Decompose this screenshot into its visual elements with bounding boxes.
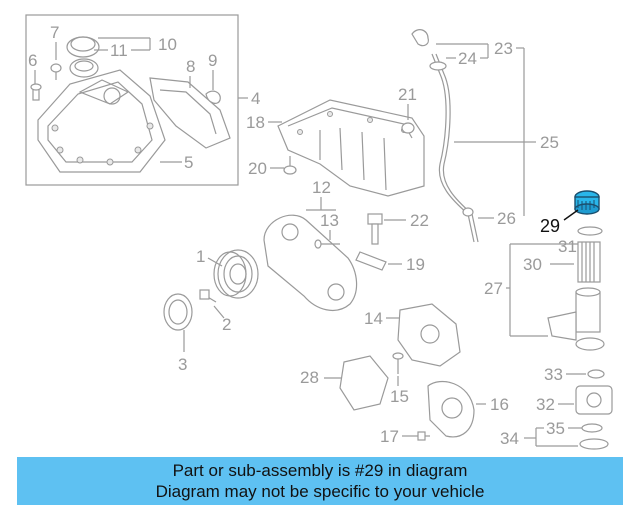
gasket-34-drawing bbox=[579, 438, 609, 450]
bolt-17-drawing bbox=[414, 431, 430, 441]
callout-8[interactable]: 8 bbox=[186, 57, 195, 76]
callout-18[interactable]: 18 bbox=[246, 113, 265, 132]
timing-cover-drawing bbox=[263, 214, 358, 312]
callout-23[interactable]: 23 bbox=[494, 39, 513, 58]
banner-line-1: Part or sub-assembly is #29 in diagram bbox=[172, 461, 468, 480]
callout-10[interactable]: 10 bbox=[158, 35, 177, 54]
callout-34[interactable]: 34 bbox=[500, 429, 519, 448]
callout-32[interactable]: 32 bbox=[536, 395, 555, 414]
callout-28[interactable]: 28 bbox=[300, 368, 319, 387]
heat-shield-drawing bbox=[149, 77, 231, 149]
callout-2[interactable]: 2 bbox=[222, 315, 231, 334]
oil-filler-cap-drawing bbox=[66, 36, 100, 78]
pulley-bolt-drawing bbox=[199, 289, 217, 303]
callout-19[interactable]: 19 bbox=[406, 255, 425, 274]
callout-20[interactable]: 20 bbox=[248, 159, 267, 178]
bolt-13-drawing bbox=[314, 239, 340, 249]
callout-21[interactable]: 21 bbox=[398, 85, 417, 104]
oil-pan-drawing bbox=[277, 99, 425, 197]
callout-12[interactable]: 12 bbox=[312, 178, 331, 197]
callout-17[interactable]: 17 bbox=[380, 427, 399, 446]
oring-31-drawing bbox=[577, 226, 603, 236]
callout-11[interactable]: 11 bbox=[110, 41, 128, 60]
sensor-drawing bbox=[401, 122, 415, 134]
callout-25[interactable]: 25 bbox=[540, 133, 559, 152]
callout-16[interactable]: 16 bbox=[490, 395, 509, 414]
callout-9[interactable]: 9 bbox=[208, 51, 217, 70]
callout-1[interactable]: 1 bbox=[196, 247, 205, 266]
callout-6[interactable]: 6 bbox=[28, 51, 37, 70]
callout-26[interactable]: 26 bbox=[497, 209, 516, 228]
callout-27[interactable]: 27 bbox=[484, 279, 503, 298]
oil-pump-drawing bbox=[397, 303, 461, 367]
filter-housing-27-drawing bbox=[547, 287, 605, 351]
plate-28-drawing bbox=[339, 355, 389, 411]
banner-line-2: Diagram may not be specific to your vehi… bbox=[155, 482, 485, 501]
parts-diagram: 7 6 11 10 8 9 4 5 18 20 21 23 24 bbox=[25, 14, 613, 450]
callout-4[interactable]: 4 bbox=[251, 89, 260, 108]
small-clip-drawing bbox=[205, 90, 221, 104]
info-banner: Part or sub-assembly is #29 in diagram D… bbox=[17, 457, 623, 505]
dipstick-drawing bbox=[411, 29, 479, 243]
callout-22[interactable]: 22 bbox=[410, 211, 429, 230]
callout-30[interactable]: 30 bbox=[523, 255, 542, 274]
callout-24[interactable]: 24 bbox=[458, 49, 477, 68]
callout-14[interactable]: 14 bbox=[364, 309, 383, 328]
crank-pulley-drawing bbox=[213, 249, 259, 299]
gasket-19-drawing bbox=[355, 251, 387, 271]
baffle-16-drawing bbox=[427, 380, 475, 438]
filter-element-30-drawing bbox=[577, 241, 601, 283]
filter-cap-29-drawing[interactable] bbox=[574, 190, 600, 215]
callout-33[interactable]: 33 bbox=[544, 365, 563, 384]
oring-35-drawing bbox=[581, 423, 603, 433]
callout-7[interactable]: 7 bbox=[50, 23, 59, 42]
callout-35[interactable]: 35 bbox=[546, 419, 565, 438]
valve-cover-group-box bbox=[25, 14, 239, 186]
oil-pressure-sensor-drawing bbox=[367, 213, 383, 245]
callout-5[interactable]: 5 bbox=[184, 153, 193, 172]
callout-31[interactable]: 31 bbox=[558, 237, 577, 256]
callout-15[interactable]: 15 bbox=[390, 387, 409, 406]
callout-29-leader bbox=[563, 209, 579, 221]
oring-33-drawing bbox=[587, 369, 605, 379]
callout-29[interactable]: 29 bbox=[540, 216, 560, 236]
cooler-32-drawing bbox=[575, 385, 613, 415]
callout-13[interactable]: 13 bbox=[320, 211, 339, 230]
bolt-15-drawing bbox=[392, 352, 404, 374]
callout-3[interactable]: 3 bbox=[178, 355, 187, 374]
seal-cover-drawing bbox=[163, 293, 193, 331]
cap-bolt-drawing bbox=[30, 63, 62, 101]
drain-plug-drawing bbox=[283, 156, 297, 175]
valve-cover-drawing bbox=[37, 69, 166, 173]
